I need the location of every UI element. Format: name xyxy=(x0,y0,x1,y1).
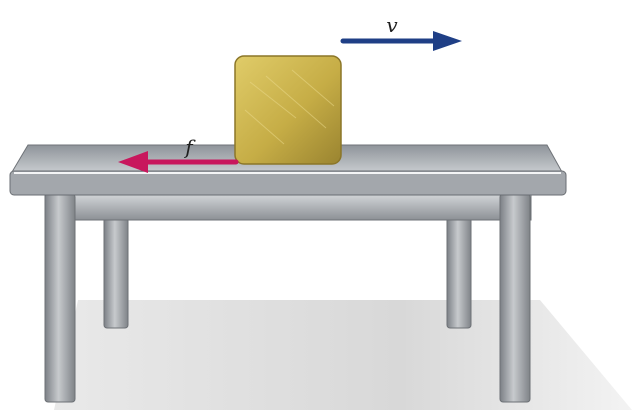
block-texture xyxy=(244,69,335,145)
back-left-leg xyxy=(103,209,129,329)
gold-block xyxy=(234,55,342,165)
table-apron xyxy=(44,193,532,221)
floor-shadow xyxy=(54,300,632,410)
friction-arrow-head xyxy=(118,151,148,173)
block-body xyxy=(234,55,342,165)
front-left-leg xyxy=(44,193,76,403)
table-front-legs xyxy=(44,193,531,403)
back-right-leg xyxy=(446,209,472,329)
velocity-arrow-head xyxy=(433,31,462,51)
front-right-leg xyxy=(499,193,531,403)
velocity-label: v xyxy=(386,13,398,37)
table-top-edge xyxy=(9,170,567,196)
table-back-legs xyxy=(103,209,472,329)
velocity-arrow: v xyxy=(340,13,462,51)
